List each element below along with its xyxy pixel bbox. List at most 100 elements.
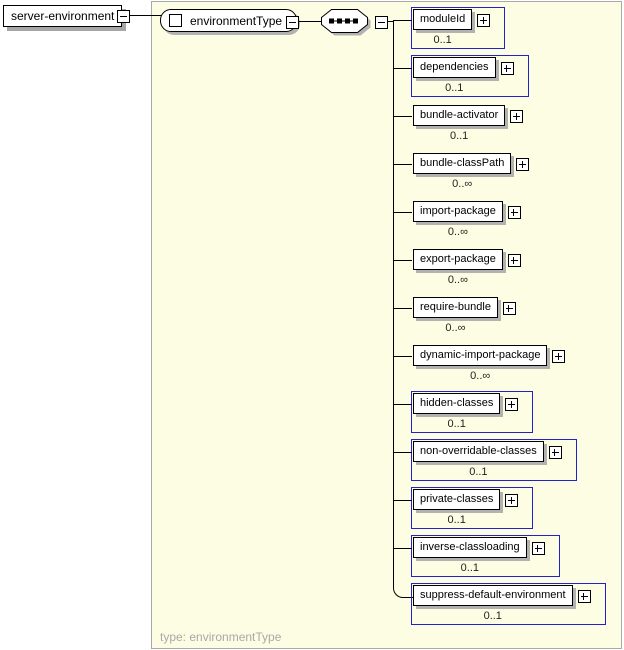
element-name-box[interactable]: bundle-classPath — [413, 153, 512, 174]
schema-child-element: dependencies 0..1 — [411, 55, 529, 97]
connector-branch-line — [393, 164, 412, 165]
schema-child-element: inverse-classloading 0..1 — [411, 535, 560, 577]
plus-icon — [511, 111, 522, 122]
occurrence-label: 0..1 — [460, 562, 480, 574]
plus-icon — [504, 303, 515, 314]
element-name-label: export-package — [420, 253, 496, 265]
schema-child-element: suppress-default-environment 0..1 — [411, 583, 606, 625]
plus-icon — [478, 15, 489, 26]
type-collapse-toggle[interactable] — [286, 16, 299, 29]
expand-toggle-button[interactable] — [548, 446, 562, 459]
type-caption: type: environmentType — [160, 630, 282, 644]
element-name-label: suppress-default-environment — [420, 589, 566, 601]
plus-icon — [506, 399, 517, 410]
expand-toggle-button[interactable] — [507, 254, 521, 267]
schema-child-element: bundle-activator 0..1 — [411, 103, 538, 145]
schema-child-element: import-package 0..∞ — [411, 199, 536, 241]
sequence-icon — [321, 9, 371, 36]
element-name-label: require-bundle — [420, 301, 491, 313]
complex-type-box[interactable]: environmentType — [160, 9, 298, 32]
connector-type-to-sequence — [298, 21, 324, 22]
expand-toggle-button[interactable] — [510, 110, 524, 123]
connector-branch-line — [393, 212, 412, 213]
element-name-box[interactable]: moduleId — [413, 9, 473, 30]
connector-branch-line — [393, 260, 412, 261]
occurrence-label: 0..1 — [433, 34, 452, 46]
expand-toggle-button[interactable] — [577, 590, 591, 603]
element-name-box[interactable]: export-package — [413, 249, 503, 270]
occurrence-label: 0..1 — [447, 418, 466, 430]
plus-icon — [517, 159, 528, 170]
minus-icon — [287, 17, 298, 28]
plus-icon — [509, 207, 520, 218]
root-collapse-toggle[interactable] — [117, 10, 130, 23]
schema-child-element: dynamic-import-package 0..∞ — [411, 343, 580, 385]
sequence-collapse-toggle[interactable] — [375, 16, 388, 29]
complex-type-label: environmentType — [190, 13, 283, 28]
connector-sequence-to-trunk — [387, 21, 394, 22]
root-element-box[interactable]: server-environment — [3, 5, 123, 27]
connector-branch-line — [393, 452, 412, 453]
element-name-label: dependencies — [420, 61, 489, 73]
element-name-label: bundle-activator — [420, 109, 499, 121]
element-name-box[interactable]: inverse-classloading — [413, 537, 527, 558]
root-element-label: server-environment — [11, 9, 115, 23]
element-name-label: hidden-classes — [420, 397, 494, 409]
element-name-box[interactable]: private-classes — [413, 489, 501, 510]
schema-child-element: hidden-classes 0..1 — [411, 391, 534, 433]
plus-icon — [579, 591, 590, 602]
element-name-label: bundle-classPath — [420, 157, 505, 169]
expand-toggle-button[interactable] — [531, 542, 545, 555]
connector-trunk-line — [393, 20, 394, 585]
occurrence-label: 0..1 — [447, 514, 466, 526]
plus-icon — [502, 63, 513, 74]
schema-child-element: require-bundle 0..∞ — [411, 295, 531, 337]
occurrence-label: 0..∞ — [470, 370, 491, 382]
expand-toggle-button[interactable] — [502, 302, 516, 315]
element-name-box[interactable]: import-package — [413, 201, 503, 222]
element-name-label: private-classes — [420, 493, 494, 505]
element-name-box[interactable]: dynamic-import-package — [413, 345, 548, 366]
schema-child-element: private-classes 0..1 — [411, 487, 534, 529]
plus-icon — [550, 447, 561, 458]
connector-branch-line — [393, 548, 412, 549]
schema-child-element: non-overridable-classes 0..1 — [411, 439, 577, 481]
expand-toggle-button[interactable] — [516, 158, 530, 171]
expand-toggle-button[interactable] — [507, 206, 521, 219]
schema-child-element: bundle-classPath 0..∞ — [411, 151, 544, 193]
plus-icon — [533, 543, 544, 554]
connector-branch-line — [393, 356, 412, 357]
element-name-label: dynamic-import-package — [420, 349, 541, 361]
schema-child-element: export-package 0..∞ — [411, 247, 536, 289]
element-name-box[interactable]: dependencies — [413, 57, 496, 78]
expand-toggle-button[interactable] — [477, 14, 491, 27]
expand-toggle-button[interactable] — [552, 350, 566, 363]
element-name-label: moduleId — [420, 13, 466, 25]
expand-toggle-button[interactable] — [500, 62, 514, 75]
expand-toggle-button[interactable] — [505, 494, 519, 507]
connector-root-to-type — [129, 15, 162, 16]
element-name-box[interactable]: bundle-activator — [413, 105, 506, 126]
occurrence-label: 0..∞ — [452, 178, 473, 190]
occurrence-label: 0..1 — [449, 130, 469, 142]
occurrence-label: 0..∞ — [447, 226, 468, 238]
expand-toggle-button[interactable] — [505, 398, 519, 411]
connector-corner-line — [393, 584, 413, 598]
connector-branch-line — [393, 116, 412, 117]
plus-icon — [506, 495, 517, 506]
connector-branch-line — [393, 500, 412, 501]
schema-child-element: moduleId 0..1 — [411, 7, 506, 49]
element-name-box[interactable]: non-overridable-classes — [413, 441, 544, 462]
plus-icon — [509, 255, 520, 266]
connector-branch-line — [393, 308, 412, 309]
occurrence-label: 0..∞ — [447, 274, 468, 286]
element-name-box[interactable]: suppress-default-environment — [413, 585, 573, 606]
occurrence-label: 0..1 — [469, 466, 488, 478]
complex-type-panel — [151, 1, 622, 649]
element-name-box[interactable]: require-bundle — [413, 297, 498, 318]
element-name-label: import-package — [420, 205, 496, 217]
element-name-box[interactable]: hidden-classes — [413, 393, 501, 414]
plus-icon — [553, 351, 564, 362]
occurrence-label: 0..∞ — [445, 322, 466, 334]
